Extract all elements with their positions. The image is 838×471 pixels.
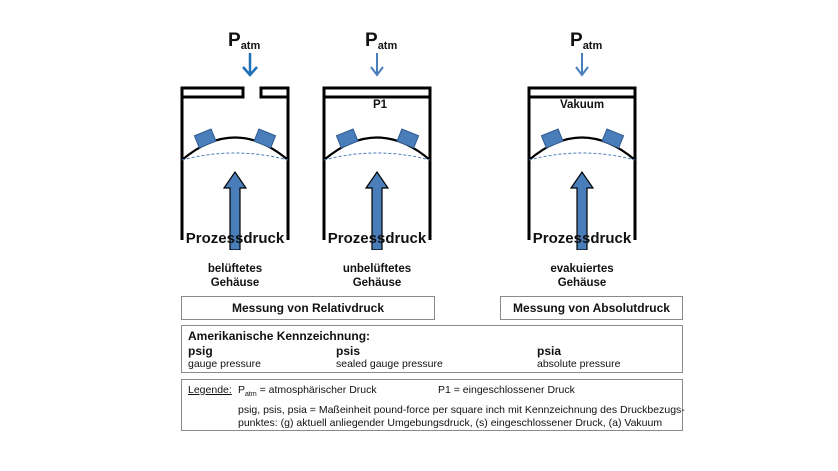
american-title: Amerikanische Kennzeichnung: — [188, 329, 371, 343]
diaphragm — [181, 136, 289, 161]
housing-vacuum — [527, 86, 637, 240]
atm-arrow-icon — [242, 53, 258, 77]
designation-psia: psia absolute pressure — [537, 344, 621, 370]
process-pressure-arrow-icon — [364, 170, 390, 250]
sensor-diagram-vented — [180, 53, 290, 250]
sensor-diagram-vacuum — [527, 53, 637, 250]
housing-vented — [180, 86, 290, 240]
strain-gauge-right — [601, 128, 625, 149]
atm-arrow-icon — [370, 53, 384, 77]
legend-units-line1: psig, psis, psia = Maßeinheit pound-forc… — [238, 404, 685, 416]
diaphragm-rest-line — [528, 152, 636, 161]
patm-label-3: Patm — [570, 30, 603, 52]
strain-gauge-left — [335, 128, 359, 149]
inner-label-vakuum: Vakuum — [559, 99, 605, 111]
housing-sealed — [322, 86, 432, 240]
strain-gauge-left — [540, 128, 564, 149]
process-pressure-arrow-icon — [569, 170, 595, 250]
atm-arrow-icon — [575, 53, 589, 77]
strain-gauge-left — [193, 128, 217, 149]
process-label-3: Prozessdruck — [532, 230, 632, 247]
patm-label-2: Patm — [365, 30, 398, 52]
diaphragm — [323, 136, 431, 161]
diaphragm-rest-line — [181, 152, 289, 161]
patm-label-1: Patm — [228, 30, 261, 52]
process-label-2: Prozessdruck — [327, 230, 427, 247]
inner-label-p1: P1 — [372, 99, 388, 111]
sensor-diagram-sealed — [322, 53, 432, 250]
process-label-1: Prozessdruck — [185, 230, 285, 247]
legend-units-line2: punktes: (g) aktuell anliegender Umgebun… — [238, 417, 663, 429]
legend-box: Legende: Patm = atmosphärischer Druck P1… — [181, 379, 685, 431]
strain-gauge-right — [253, 128, 277, 149]
absolute-measurement-box: Messung von Absolutdruck — [500, 296, 683, 320]
designation-psis: psis sealed gauge pressure — [336, 344, 443, 370]
diaphragm-rest-line — [323, 152, 431, 161]
strain-gauge-right — [396, 128, 420, 149]
legend-label: Legende: — [188, 384, 232, 396]
diaphragm — [528, 136, 636, 161]
process-pressure-arrow-icon — [222, 170, 248, 250]
legend-patm: Patm = atmosphärischer Druck — [238, 384, 377, 399]
designation-psig: psig gauge pressure — [188, 344, 261, 370]
relative-measurement-box: Messung von Relativdruck — [181, 296, 435, 320]
american-designation-box: Amerikanische Kennzeichnung: psig gauge … — [181, 325, 683, 373]
legend-p1: P1 = eingeschlossener Druck — [438, 384, 575, 396]
